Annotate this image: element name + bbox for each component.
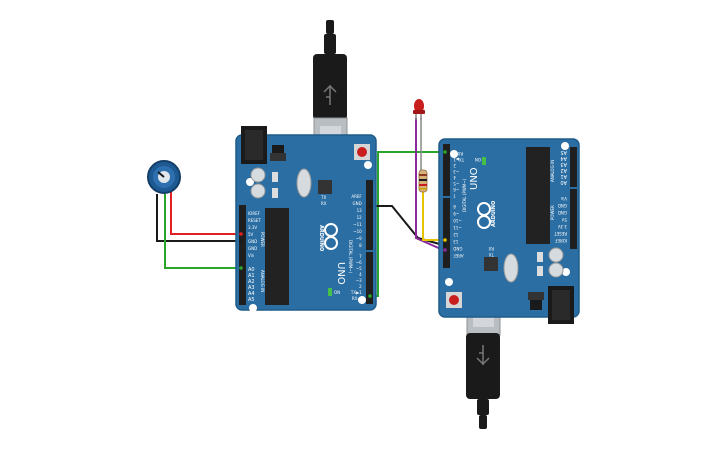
arduino-right[interactable]: IOREF RESET 3.3V 5V GND GND Vin A0 A1 A2… — [438, 138, 580, 324]
model-label: UNO — [335, 262, 346, 285]
wire-pot-5v[interactable] — [170, 192, 241, 235]
analog-label: ANALOG IN — [260, 270, 265, 292]
brand-label: ARDUINO — [491, 201, 497, 227]
digital-label: DIGITAL (PWM~) — [462, 178, 467, 212]
atmega-chip — [526, 147, 550, 244]
model-label: UNO — [469, 167, 480, 190]
atmega-chip — [265, 208, 289, 305]
digital-header-bottom — [443, 198, 450, 268]
arduino-logo-icon — [477, 202, 491, 229]
wire-resistor-yellow[interactable] — [422, 190, 443, 241]
digital-label: DIGITAL (PWM~) — [348, 240, 353, 274]
digital-header-top — [443, 144, 450, 196]
power-header — [570, 189, 577, 249]
tx-rx-labels: TX RX — [488, 246, 495, 257]
led-icon[interactable] — [413, 99, 425, 120]
analog-header — [570, 147, 577, 187]
wire-pot-a0[interactable] — [164, 194, 241, 269]
power-pin-labels: IOREF RESET 3.3V 5V GND GND Vin — [553, 196, 567, 243]
on-led — [482, 157, 486, 165]
analog-header — [239, 265, 246, 305]
digital-header-bottom — [366, 252, 373, 304]
wire-pot-gnd[interactable] — [156, 194, 241, 242]
arduino-left[interactable]: IOREF RESET 3.3V 5V GND GND Vin A0 A1 A2… — [235, 126, 377, 312]
resistor-icon[interactable] — [418, 169, 428, 193]
analog-pin-labels: A0 A1 A2 A3 A4 A5 — [559, 149, 567, 185]
on-label: ON — [475, 157, 481, 162]
brand-label: ARDUINO — [318, 225, 324, 251]
on-led — [328, 288, 332, 296]
digital-pin-labels: AREF GND 13 12 ~11 ~10 ~9 8 7 ~6 ~5 4 ~3… — [350, 194, 364, 301]
wire-endpoints — [239, 150, 447, 298]
power-label: POWER — [260, 232, 265, 247]
wire-led-purple[interactable] — [415, 118, 444, 251]
wire-gnd-black[interactable] — [370, 205, 444, 246]
analog-pin-labels: A0 A1 A2 A3 A4 A5 — [248, 267, 256, 303]
power-pin-labels: IOREF RESET 3.3V 5V GND GND Vin — [248, 211, 262, 258]
digital-header-top — [366, 180, 373, 250]
on-label: ON — [334, 290, 340, 295]
tx-rx-labels: TX RX — [320, 195, 327, 206]
power-label: POWER — [550, 205, 555, 220]
arduino-logo-icon — [324, 223, 338, 250]
analog-label: ANALOG IN — [550, 160, 555, 182]
digital-pin-labels: AREF GND 13 12 ~11 ~10 ~9 8 7 ~6 ~5 4 ~3… — [452, 151, 466, 258]
power-header — [239, 205, 246, 265]
potentiometer-icon[interactable] — [147, 160, 181, 194]
